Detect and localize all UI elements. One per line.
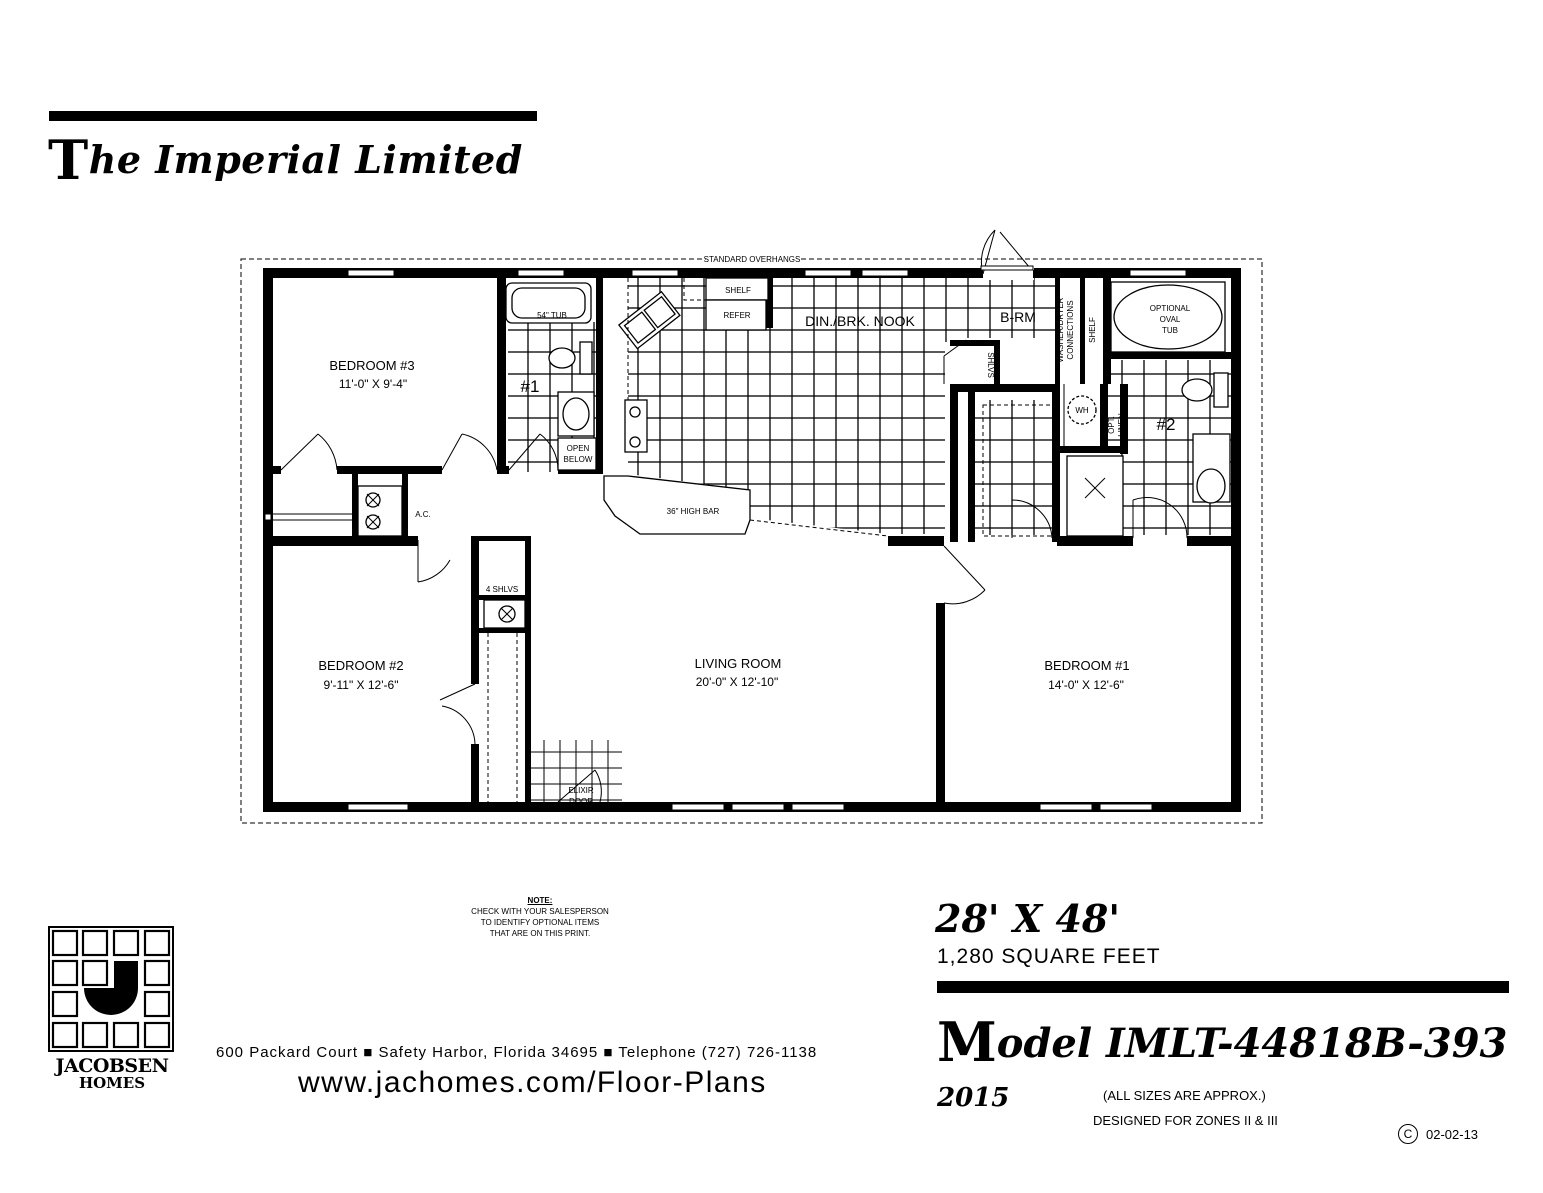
plan-title: The Imperial Limited <box>48 128 523 192</box>
living-name: LIVING ROOM <box>695 656 782 671</box>
svg-text:OPTIONAL: OPTIONAL <box>1150 304 1191 313</box>
svg-text:OPEN: OPEN <box>567 444 590 453</box>
brand-line1: JACOBSEN <box>55 1055 169 1077</box>
svg-text:SHELF: SHELF <box>725 286 751 295</box>
svg-text:OPT.: OPT. <box>1107 416 1116 434</box>
svg-text:ELIXIR: ELIXIR <box>568 786 594 795</box>
fixture-labels: 54" TUB SHELF REFER OPEN BELOW 36" HIGH … <box>415 286 1191 806</box>
brand-name: JACOBSEN HOMES <box>44 1055 180 1092</box>
windows <box>264 269 1187 811</box>
note-heading: NOTE: <box>527 896 553 905</box>
svg-text:SHLVS: SHLVS <box>986 352 995 378</box>
note-line2: TO IDENTIFY OPTIONAL ITEMS <box>480 918 600 927</box>
svg-text:CONNECTIONS: CONNECTIONS <box>1066 300 1075 359</box>
door-swings <box>280 339 1188 803</box>
laundry-tile <box>975 400 1057 535</box>
revision-date: C 02-02-13 <box>1398 1124 1478 1144</box>
approx-note: (ALL SIZES ARE APPROX.) <box>1103 1088 1266 1103</box>
svg-text:SHELF: SHELF <box>1088 317 1097 343</box>
bedroom2-name: BEDROOM #2 <box>318 658 403 673</box>
bedroom1-size: 14'-0" X 12'-6" <box>1048 678 1124 692</box>
note-line3: THAT ARE ON THIS PRINT. <box>489 929 591 938</box>
entry-tile <box>530 740 622 802</box>
model-rule <box>937 981 1509 993</box>
nook-label: DIN./BRK. NOOK <box>805 313 915 329</box>
brand-line2: HOMES <box>78 1074 146 1092</box>
note-block: NOTE: CHECK WITH YOUR SALESPERSON TO IDE… <box>470 895 610 939</box>
kitchen-tile <box>604 278 950 534</box>
svg-text:DOOR: DOOR <box>569 797 593 806</box>
svg-text:TUB: TUB <box>1162 326 1178 335</box>
brm-label: B-RM <box>1000 309 1036 325</box>
bedroom1-name: BEDROOM #1 <box>1044 658 1129 673</box>
interior-walls <box>273 278 1231 802</box>
company-website[interactable]: www.jachomes.com/Floor-Plans <box>298 1066 767 1099</box>
svg-text:54" TUB: 54" TUB <box>537 311 567 320</box>
svg-text:4 SHLVS: 4 SHLVS <box>486 585 518 594</box>
title-rule <box>49 111 537 121</box>
svg-text:36" HIGH BAR: 36" HIGH BAR <box>667 507 720 516</box>
svg-text:A.C.: A.C. <box>415 510 431 519</box>
overhang-outline <box>240 258 1263 824</box>
svg-text:LINEN: LINEN <box>1117 413 1126 437</box>
svg-text:WASHER/DRYER: WASHER/DRYER <box>1056 297 1065 362</box>
bedroom3-size: 11'-0" X 9'-4" <box>339 377 407 391</box>
living-size: 20'-0" X 12'-10" <box>696 675 778 689</box>
company-address: 600 Packard Court ■ Safety Harbor, Flori… <box>216 1044 818 1061</box>
revision-text: 02-02-13 <box>1426 1126 1479 1142</box>
bedroom3-name: BEDROOM #3 <box>329 358 414 373</box>
model-year: 2015 <box>937 1083 1010 1113</box>
jacobsen-logo <box>48 926 174 1052</box>
zones-note: DESIGNED FOR ZONES II & III <box>1093 1113 1278 1128</box>
bath1-label: #1 <box>521 377 540 396</box>
square-feet: 1,280 SQUARE FEET <box>937 945 1161 968</box>
model-number: Model IMLT-44818B-393 <box>937 1010 1508 1074</box>
svg-text:REFER: REFER <box>723 311 750 320</box>
bedroom2-size: 9'-11" X 12'-6" <box>324 678 399 692</box>
home-dimensions: 28' X 48' <box>935 896 1120 941</box>
note-line1: CHECK WITH YOUR SALESPERSON <box>471 907 609 916</box>
svg-text:BELOW: BELOW <box>564 455 593 464</box>
copyright-icon: C <box>1398 1124 1418 1144</box>
svg-text:OVAL: OVAL <box>1160 315 1181 324</box>
svg-text:WH: WH <box>1075 406 1089 415</box>
room-labels: BEDROOM #3 11'-0" X 9'-4" BEDROOM #2 9'-… <box>318 309 1175 692</box>
bath2-label: #2 <box>1157 415 1176 434</box>
overhangs-label: STANDARD OVERHANGS <box>704 255 801 264</box>
